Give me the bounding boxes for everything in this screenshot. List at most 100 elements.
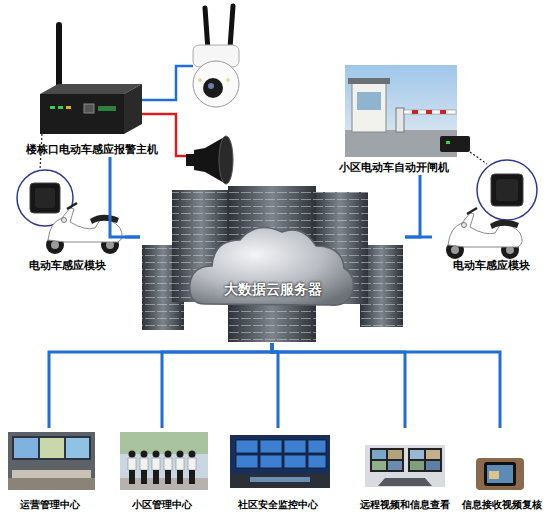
sensor-module [491,174,523,206]
remote-view-photo [410,450,424,459]
sensor-module: 电动车感应模块 [432,150,550,273]
remote-view-photo [426,461,440,470]
guards-photo [165,470,171,484]
guards-photo [176,458,184,470]
node-label: 电动车感应模块 [453,260,530,273]
guards-photo [129,470,135,484]
control-room-photo [12,436,91,460]
alarm-host-device [50,106,55,109]
guards-photo [128,458,136,470]
guards-photo [153,451,160,458]
guards-photo [141,451,148,458]
control-room-photo [40,438,64,458]
guards-photo [120,432,208,454]
phone-photo [489,471,499,479]
guards-photo [165,451,172,458]
connector-line [110,157,140,237]
node-label: 社区安全监控中心 [238,499,318,511]
monitoring-wall-photo [236,440,326,468]
server-cluster [190,228,354,306]
camera-illustration [198,78,202,82]
monitoring-wall-photo [236,440,258,453]
host-device: 楼栋口电动车感应报警主机 [20,20,164,157]
connector-line [162,343,272,428]
phone-photo [476,458,524,490]
guards-photo [129,451,136,458]
alarm-host-device [124,84,142,134]
control-room-photo [8,432,95,490]
sensor-module [35,188,55,208]
alarm-host-device [84,104,94,113]
gate-photo [345,65,470,157]
remote-view-photo [408,448,442,472]
guards-photo [189,470,195,484]
gate-photo [412,110,418,114]
node-label: 运营管理中心 [20,499,80,511]
monitoring-wall-photo [230,435,330,488]
connector-line [125,236,140,239]
sensor-module [30,183,60,213]
connector-line [405,175,420,237]
terminal-center: 信息接收视频复核 [458,428,546,510]
terminal-center: 远程视频和信息查看 [350,428,460,510]
signal-wire [142,66,193,100]
sensor-module [477,160,537,220]
monitoring-wall-photo [308,440,326,453]
remote-view-photo [410,461,424,470]
guards-photo [188,458,196,470]
horn-speaker [186,154,195,166]
control-room-photo [8,478,95,490]
camera-illustration [230,6,233,48]
camera-illustration [193,6,239,107]
node-label: 小区电动车自动开闸机 [339,162,449,175]
guards-photo [141,470,147,484]
node-label: 电动车感应模块 [29,260,106,273]
guards-photo [128,458,196,470]
node-label: 大数据云服务器 [224,281,322,297]
sensor-module [477,160,537,220]
control-room-photo [8,432,95,490]
node-label: 信息接收视频复核 [462,499,542,511]
remote-view-photo [365,445,445,487]
alarm-host-device [40,22,142,134]
alarm-host-device [56,22,62,92]
camera-illustration [193,61,239,107]
alarm-host-device [66,106,71,109]
terminal-center: 运营管理中心 [5,428,95,510]
gate-photo [352,82,386,132]
leader-line [470,152,487,164]
guards-photo [120,432,208,490]
guards-photo [120,432,208,490]
monitoring-wall-photo [260,455,282,468]
remote-view-photo [372,461,386,470]
monitoring-wall-photo [308,455,326,468]
camera-illustration [226,78,230,82]
phone-photo [484,462,516,486]
control-room-photo [14,438,38,458]
monitoring-wall-photo [250,477,310,482]
cloud-server: 大数据云服务器 [140,185,405,343]
guards-photo [152,458,160,470]
connector-line [272,343,405,428]
monitoring-wall-photo [284,440,306,453]
gate-photo [396,108,404,132]
phone-photo [476,458,524,490]
guards-photo [129,451,196,485]
phone-photo [487,465,513,483]
node-label: 远程视频和信息查看 [360,499,450,511]
server-cluster [142,186,403,342]
gate-photo [446,141,450,144]
camera-illustration [208,83,214,89]
terminal-center: 社区安全监控中心 [225,428,331,510]
scooter-illustration [446,208,522,259]
connector-line [405,236,432,239]
control-room-photo [12,470,91,478]
remote-view-photo [365,445,445,487]
node-label: 楼栋口电动车感应报警主机 [26,144,158,157]
guards-photo [153,470,159,484]
gate-photo [440,110,446,114]
gate-photo [348,78,390,84]
